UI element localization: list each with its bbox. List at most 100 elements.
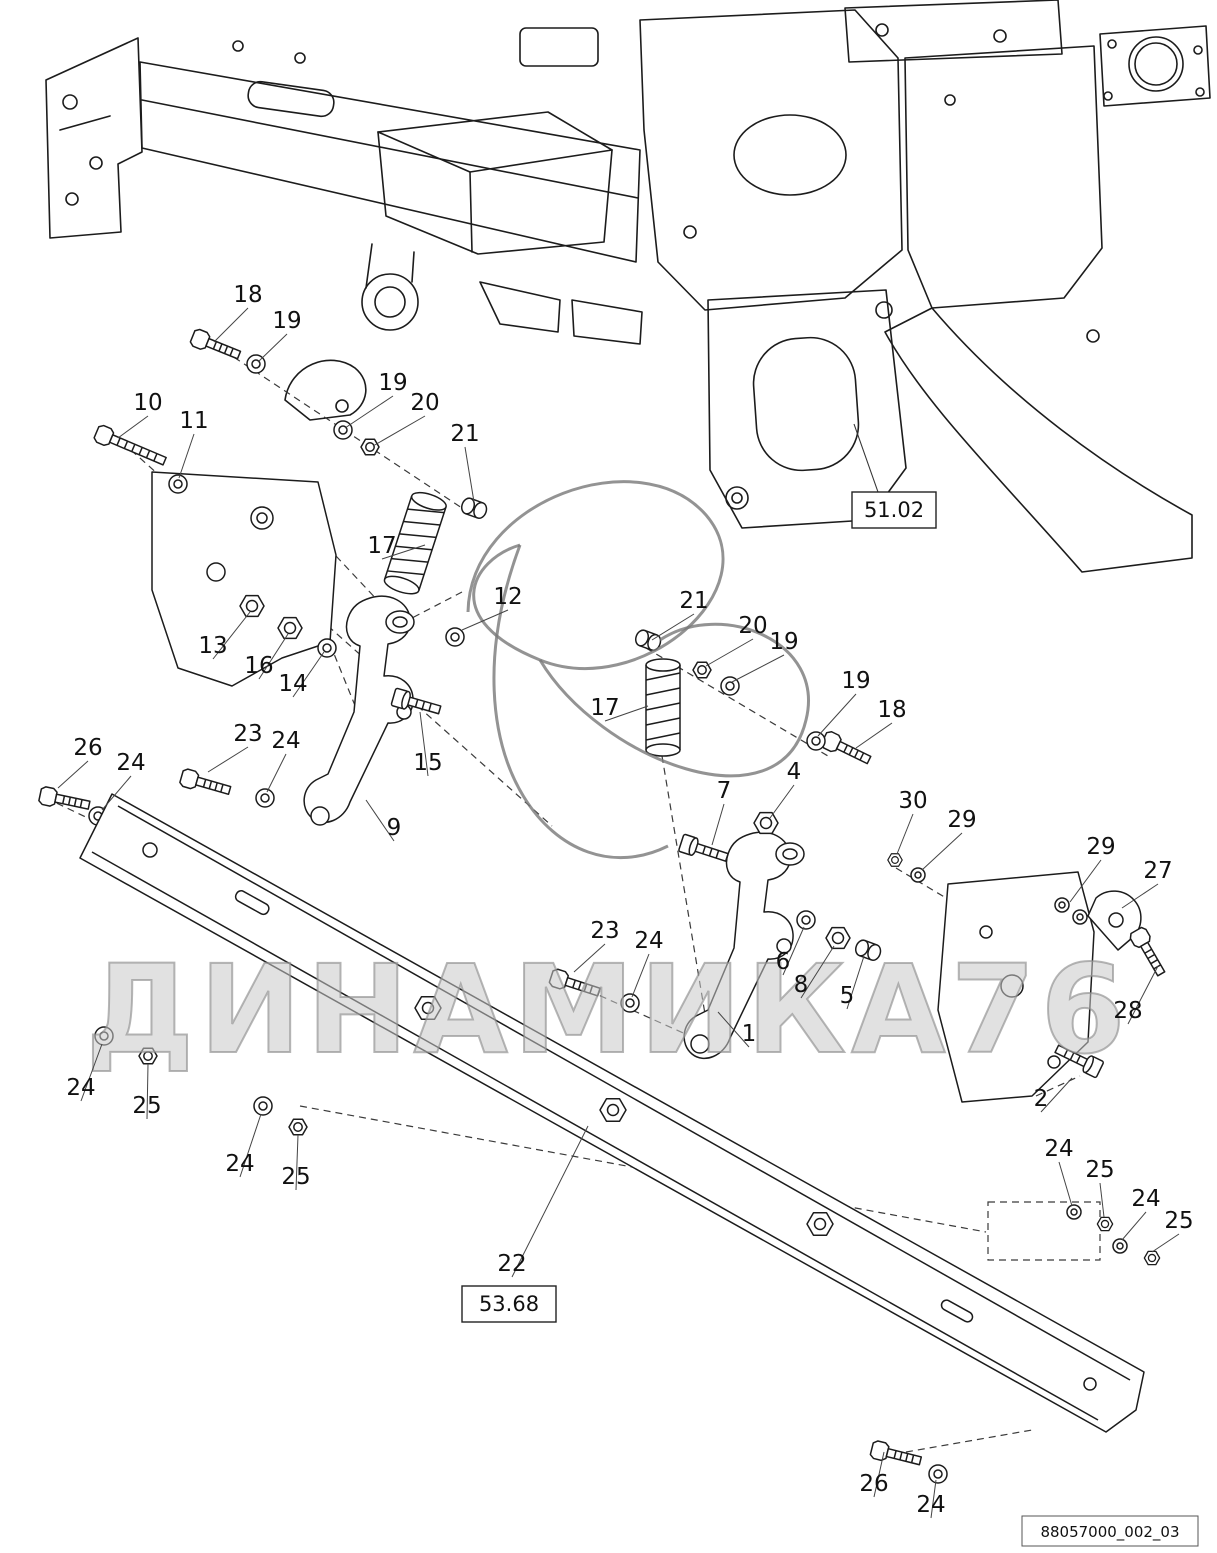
part-washer-12 (445, 627, 465, 647)
callout-leader-line (1121, 1211, 1147, 1241)
callout-label: 13 (198, 633, 227, 659)
callout-leader-line (846, 955, 865, 1010)
callout-label: 7 (717, 778, 732, 804)
callout-label: 24 (66, 1075, 95, 1101)
part-bolt-26b (868, 1439, 924, 1471)
part-washer-24 (255, 788, 275, 808)
callout-label: 19 (378, 370, 407, 396)
callout-leader-line (1127, 965, 1159, 1025)
watermark-swirl (538, 622, 810, 778)
callout-leader-line (212, 611, 251, 660)
part-washer-24 (928, 1464, 948, 1484)
callout-label: 26 (73, 735, 102, 761)
callout-label: 30 (898, 788, 927, 814)
part-nut-20 (360, 438, 380, 456)
callout-leader-line (117, 415, 149, 439)
callout-label: 25 (281, 1164, 310, 1190)
watermark-swirl (466, 480, 725, 670)
part-nut-30 (887, 853, 903, 867)
callout-label: 8 (794, 972, 809, 998)
callout-leader-line (365, 799, 395, 842)
callout-leader-line (292, 651, 325, 698)
part-bolt-26 (37, 785, 92, 815)
callout-leader-line (178, 433, 195, 479)
part-washer-19 (333, 420, 353, 440)
callout-label: 23 (590, 918, 619, 944)
callout-label: 17 (590, 695, 619, 721)
callout-leader-line (873, 1451, 885, 1498)
callout-label: 19 (769, 629, 798, 655)
callout-label: 21 (450, 421, 479, 447)
callout-leader-line (705, 638, 754, 667)
callout-leader-line (717, 1011, 750, 1048)
part-washer-29 (1072, 909, 1088, 925)
callout-label: 17 (367, 533, 396, 559)
callout-leader-line (921, 832, 963, 871)
callout-leader-line (295, 1134, 299, 1191)
part-washer-14 (317, 638, 337, 658)
part-bolt-head-4 (753, 811, 779, 835)
callout-leader-line (266, 753, 287, 793)
callout-leader-line (344, 395, 394, 429)
callout-label: 10 (133, 390, 162, 416)
part-washer-24 (253, 1096, 273, 1116)
part-tension-spring-17 (383, 491, 447, 595)
drawing-id: 88057000_002_03 (1040, 1523, 1179, 1542)
callout-leader-line (511, 1125, 589, 1278)
callout-label: 24 (916, 1492, 945, 1518)
callout-leader-line (1058, 1161, 1073, 1207)
part-nut-16 (277, 616, 303, 640)
part-washer-29 (1054, 897, 1070, 913)
part-washer-19 (806, 731, 826, 751)
part-lever-bracket-9 (303, 595, 415, 826)
callout-leader-line (207, 746, 249, 773)
callout-label: 22 (497, 1251, 526, 1277)
callout-leader-line (1069, 859, 1102, 903)
callout-label: 25 (132, 1093, 161, 1119)
ref-box-53-68: 53.68 (461, 1285, 557, 1323)
callout-leader-line (1099, 1182, 1105, 1218)
part-bolt-7 (677, 833, 731, 867)
watermark-swirl (492, 544, 669, 859)
part-nut-25 (288, 1118, 308, 1136)
callout-label: 19 (272, 308, 301, 334)
part-scraper-bar-22 (79, 793, 1145, 1433)
callout-label: 26 (859, 1471, 888, 1497)
part-washer-6 (796, 910, 816, 930)
callout-leader-line (731, 654, 785, 683)
callout-label: 5 (840, 983, 855, 1009)
part-washer-24 (1066, 1204, 1082, 1220)
callout-label: 24 (116, 750, 145, 776)
callout-label: 11 (179, 408, 208, 434)
part-bolt-23 (178, 767, 233, 800)
callout-label: 14 (278, 671, 307, 697)
part-washer-24 (1112, 1238, 1128, 1254)
callout-label: 18 (877, 697, 906, 723)
callout-leader-line (57, 760, 89, 789)
callout-label: 16 (244, 653, 273, 679)
ref-box-51-02: 51.02 (851, 423, 937, 529)
callout-leader-line (896, 813, 914, 855)
callout-label: 2 (1034, 1086, 1049, 1112)
ref-label: 51.02 (864, 498, 924, 522)
part-pivot-plate-right (937, 871, 1095, 1103)
part-nut-25 (1143, 1250, 1161, 1266)
callout-leader-line (419, 711, 429, 777)
callout-label: 6 (776, 949, 791, 975)
callout-label: 20 (738, 613, 767, 639)
drawing-id-box: 88057000_002_03 (1021, 1515, 1199, 1547)
part-lever-bracket-1 (683, 831, 805, 1060)
callout-label: 23 (233, 721, 262, 747)
callout-leader-line (372, 415, 426, 447)
callout-label: 25 (1164, 1208, 1193, 1234)
callout-label: 18 (233, 282, 262, 308)
callout-leader-line (1040, 1077, 1073, 1113)
callout-label: 24 (225, 1151, 254, 1177)
callout-leader-line (604, 705, 649, 722)
part-bolt-18b (819, 729, 874, 769)
part-washer-29 (910, 867, 926, 883)
callout-leader-line (258, 633, 289, 680)
callout-leader-line (930, 1479, 937, 1519)
